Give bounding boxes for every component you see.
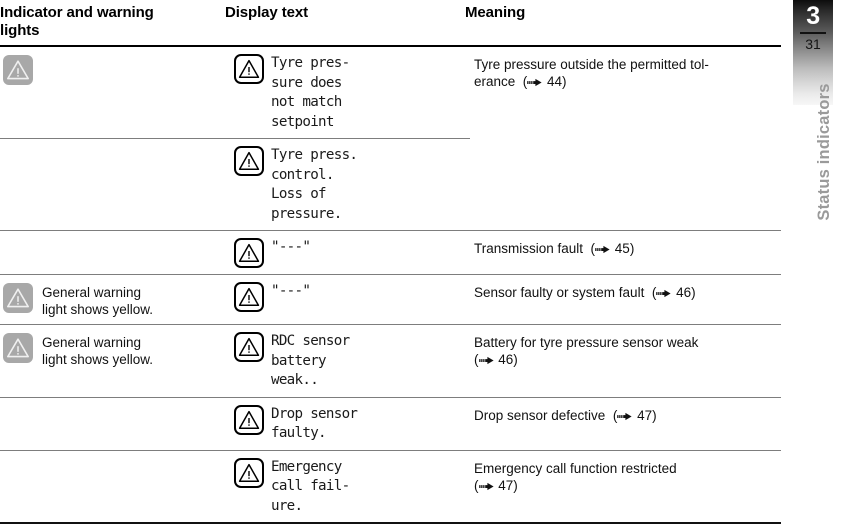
cell-display-text: Emergency call fail- ure. xyxy=(228,451,474,523)
table-row: "---" Transmission fault ( 45) xyxy=(0,231,781,274)
row-divider-partial xyxy=(0,138,470,139)
display-text-value: Tyre pres- sure does not match setpoint xyxy=(271,55,350,130)
cell-display-text: Tyre press. control. Loss of pressure. xyxy=(228,139,474,230)
warning-triangle-icon xyxy=(234,54,264,84)
cell-indicator: General warning light shows yellow. xyxy=(0,325,228,374)
table-row: Drop sensor faulty. Drop sensor defective… xyxy=(0,398,781,450)
display-text-value: RDC sensor battery weak.. xyxy=(271,333,350,388)
table-row: General warning light shows yellow. "---"… xyxy=(0,275,781,324)
row-divider xyxy=(0,274,781,275)
warning-triangle-icon xyxy=(234,404,264,435)
display-text-value: "---" xyxy=(271,283,311,299)
page-reference[interactable]: ( 47) xyxy=(605,407,657,423)
meaning-text: Sensor faulty or system fault xyxy=(474,285,645,300)
cell-indicator xyxy=(0,47,228,91)
cell-meaning: Drop sensor defective ( 47) xyxy=(474,398,804,430)
indicator-warning-table: Indicator and warning lights Display tex… xyxy=(0,0,781,524)
chapter-tab: 3 31 xyxy=(793,0,833,105)
cell-meaning xyxy=(474,139,804,154)
warning-triangle-icon xyxy=(3,55,33,85)
chapter-divider xyxy=(800,32,826,34)
display-text-value: Tyre press. control. Loss of pressure. xyxy=(271,147,358,222)
cell-meaning: Transmission fault ( 45) xyxy=(474,231,804,263)
header-label-display: Display text xyxy=(225,4,308,21)
page-reference-arrow-icon xyxy=(478,356,494,365)
indicator-description: General warning light shows yellow. xyxy=(42,335,154,367)
cell-display-text: Tyre pres- sure does not match setpoint xyxy=(228,47,474,138)
row-divider xyxy=(0,396,781,398)
cell-indicator: General warning light shows yellow. xyxy=(0,275,228,324)
table-row: General warning light shows yellow. RDC s… xyxy=(0,325,781,397)
row-divider xyxy=(0,324,781,325)
display-text-value: "---" xyxy=(271,239,311,255)
cell-meaning: Battery for tyre pressure sensor weak ( 4… xyxy=(474,325,804,374)
header-cell-meaning: Meaning xyxy=(465,4,781,22)
meaning-text: Tyre pressure outside the permitted tol-… xyxy=(474,57,709,89)
meaning-text: Battery for tyre pressure sensor weak xyxy=(474,335,699,350)
warning-triangle-icon xyxy=(234,457,264,488)
page-reference[interactable]: ( 46) xyxy=(644,285,696,300)
cell-indicator xyxy=(0,451,228,465)
cell-indicator xyxy=(0,139,228,153)
cell-display-text: Drop sensor faulty. xyxy=(228,398,474,450)
meaning-text: Transmission fault xyxy=(474,241,584,256)
cell-meaning: Emergency call function restricted( 47) xyxy=(474,451,804,500)
page-reference[interactable]: ( 45) xyxy=(583,241,635,256)
table-row: Tyre press. control. Loss of pressure. xyxy=(0,139,781,230)
cell-meaning: Tyre pressure outside the permitted tol-… xyxy=(474,47,804,96)
page-reference[interactable]: ( 46) xyxy=(474,352,518,367)
header-cell-indicator: Indicator and warning lights xyxy=(0,4,225,40)
row-divider xyxy=(0,230,781,231)
table-row: Emergency call fail- ure. Emergency call … xyxy=(0,451,781,523)
header-label-meaning: Meaning xyxy=(465,4,526,21)
table-row: Tyre pres- sure does not match setpoint T… xyxy=(0,47,781,138)
page-reference[interactable]: ( 47) xyxy=(474,477,518,493)
cell-indicator xyxy=(0,398,228,412)
warning-triangle-icon xyxy=(3,283,33,313)
warning-triangle-icon xyxy=(234,146,264,176)
row-divider xyxy=(0,449,781,451)
page-reference[interactable]: ( 44) xyxy=(515,74,567,89)
cell-display-text: RDC sensor battery weak.. xyxy=(228,325,474,397)
warning-triangle-icon xyxy=(234,282,264,312)
meaning-text: Drop sensor defective xyxy=(474,407,606,423)
chapter-number: 3 xyxy=(806,2,820,30)
page-reference-arrow-icon xyxy=(656,289,671,298)
section-label: Status indicators xyxy=(815,83,833,221)
cell-indicator xyxy=(0,231,228,245)
display-text-value: Drop sensor faulty. xyxy=(271,405,358,442)
page-reference-arrow-icon xyxy=(478,482,494,491)
warning-triangle-icon xyxy=(3,333,33,363)
display-text-value: Emergency call fail- ure. xyxy=(271,458,350,514)
header-cell-display: Display text xyxy=(225,4,465,22)
warning-triangle-icon xyxy=(234,332,264,362)
cell-meaning: Sensor faulty or system fault ( 46) xyxy=(474,275,804,307)
indicator-description: General warning light shows yellow. xyxy=(42,285,154,317)
page-number: 31 xyxy=(805,36,821,52)
table-header-row: Indicator and warning lights Display tex… xyxy=(0,0,781,47)
page-reference-arrow-icon xyxy=(595,245,610,254)
page-reference-arrow-icon xyxy=(617,412,632,421)
cell-display-text: "---" xyxy=(228,275,474,318)
cell-display-text: "---" xyxy=(228,231,474,274)
page-reference-arrow-icon xyxy=(527,78,542,87)
meaning-text: Emergency call function restricted xyxy=(474,460,677,476)
header-label-indicator: Indicator and warning lights xyxy=(0,4,154,39)
warning-triangle-icon xyxy=(234,238,264,268)
